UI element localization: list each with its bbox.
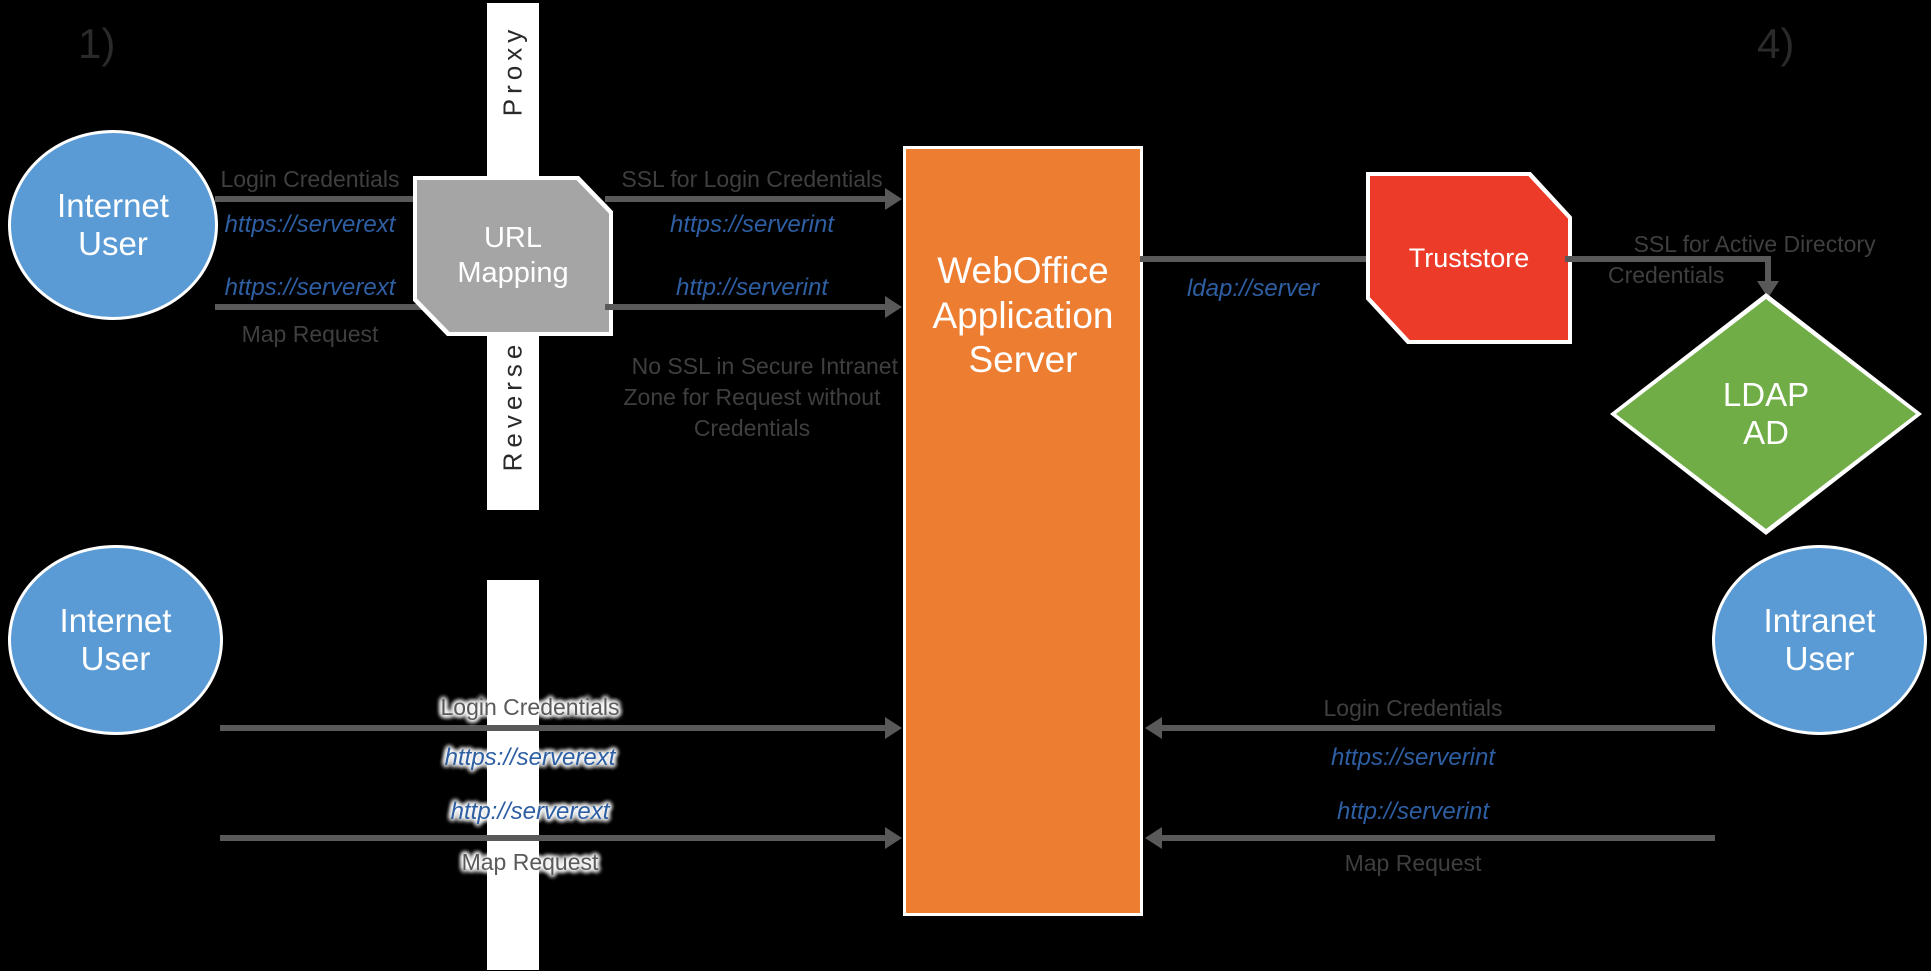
- connector-no-ssl-line: [605, 304, 887, 310]
- step-number-1: 1): [78, 20, 116, 67]
- node-intranet-user[interactable]: Intranet User: [1712, 545, 1927, 735]
- reverse-proxy-bar-bottom: [487, 580, 539, 970]
- node-internet-user-top-label: Internet User: [57, 187, 169, 262]
- connector-user1-map-line: [215, 304, 510, 310]
- label-http-serverint-mid: http://serverint: [675, 274, 829, 301]
- label-no-ssl-text: No SSL in Secure Intranet Zone for Reque…: [623, 353, 898, 442]
- node-internet-user-top[interactable]: Internet User: [8, 130, 218, 320]
- label-bottom-right-map-request: Map Request: [1344, 850, 1482, 876]
- label-ldap-server: ldap://server: [1186, 275, 1320, 302]
- label-bottom-right-http-serverint: http://serverint: [1336, 798, 1490, 825]
- connector-ldap-line: [1140, 256, 1375, 262]
- reverse-proxy-bar-top: [487, 3, 539, 198]
- label-login-credentials-left: Login Credentials: [220, 166, 400, 192]
- arrowhead-user2-map: [885, 827, 902, 849]
- label-https-serverext-row2: https://serverext: [224, 274, 396, 301]
- step-number-4: 4): [1757, 20, 1795, 67]
- node-url-mapping[interactable]: URL Mapping: [417, 180, 609, 332]
- node-truststore[interactable]: Truststore: [1370, 176, 1568, 340]
- connector-user3-map-line: [1160, 835, 1715, 841]
- label-bottom-left-https-serverext: https://serverext: [444, 744, 616, 771]
- label-no-ssl-secure-intranet: No SSL in Secure Intranet Zone for Reque…: [606, 320, 898, 475]
- node-internet-user-bottom-label: Internet User: [59, 602, 172, 677]
- reverse-proxy-label-proxy: Proxy: [497, 24, 528, 117]
- label-map-request-left: Map Request: [241, 321, 379, 347]
- node-weboffice-label: WebOffice Application Server: [932, 250, 1114, 381]
- node-ldap-ad[interactable]: LDAP AD: [1616, 299, 1916, 529]
- connector-ssl-login-line: [605, 196, 887, 202]
- label-bottom-left-map-request: Map Request: [461, 849, 599, 875]
- label-bottom-right-login-credentials: Login Credentials: [1323, 695, 1503, 721]
- arrowhead-user3-map: [1145, 827, 1162, 849]
- label-bottom-left-login-credentials: Login Credentials: [440, 694, 620, 720]
- label-ssl-for-login-credentials: SSL for Login Credentials: [621, 166, 883, 192]
- node-intranet-user-label: Intranet User: [1763, 602, 1876, 677]
- reverse-proxy-bar-middle: [487, 330, 539, 510]
- node-url-mapping-label: URL Mapping: [457, 222, 569, 289]
- label-bottom-right-https-serverint: https://serverint: [1330, 744, 1496, 771]
- arrowhead-no-ssl: [885, 296, 902, 318]
- node-weboffice-application-server[interactable]: WebOffice Application Server: [903, 146, 1143, 916]
- connector-user2-login-line: [220, 725, 887, 731]
- label-https-serverext-row1: https://serverext: [224, 211, 396, 238]
- connector-ssl-ad-horizontal: [1565, 256, 1771, 262]
- connector-user3-login-line: [1160, 725, 1715, 731]
- arrowhead-user3-login: [1145, 717, 1162, 739]
- label-ssl-ad-text: SSL for Active Directory Credentials: [1608, 231, 1876, 289]
- connector-user1-login-line: [215, 196, 510, 202]
- connector-ssl-ad-vertical: [1765, 256, 1771, 283]
- arrowhead-ssl-ad: [1757, 281, 1779, 298]
- connector-user2-map-line: [220, 835, 887, 841]
- arrowhead-user2-login: [885, 717, 902, 739]
- label-https-serverint-mid: https://serverint: [669, 211, 835, 238]
- arrowhead-ssl-login: [885, 188, 902, 210]
- node-truststore-label: Truststore: [1408, 242, 1530, 273]
- label-ssl-for-active-directory: SSL for Active Directory Credentials: [1608, 198, 1876, 322]
- label-bottom-left-http-serverext: http://serverext: [450, 798, 610, 825]
- node-internet-user-bottom[interactable]: Internet User: [8, 545, 223, 735]
- reverse-proxy-label-reverse: Reverse: [497, 339, 528, 472]
- node-ldap-ad-label: LDAP AD: [1722, 376, 1810, 451]
